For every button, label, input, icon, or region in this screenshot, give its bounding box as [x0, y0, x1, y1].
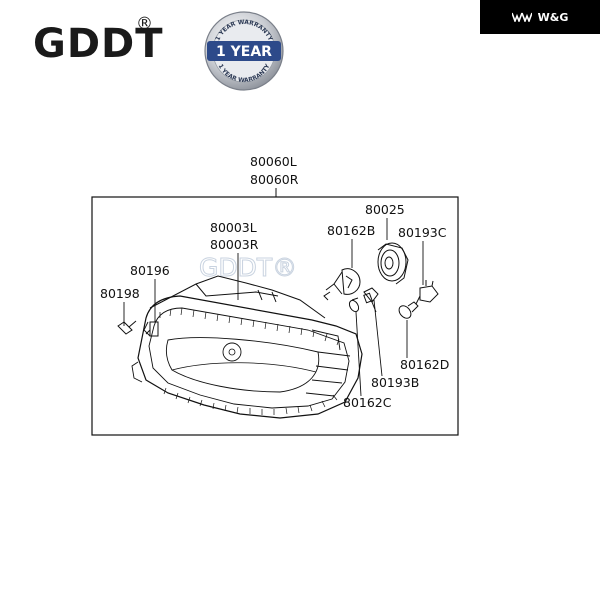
label-80060l: 80060L: [250, 154, 297, 169]
bulb-80162d: [398, 301, 419, 319]
label-80003l: 80003L: [210, 220, 257, 235]
label-80162c: 80162C: [343, 395, 392, 410]
label-80060r: 80060R: [250, 172, 299, 187]
label-80003r: 80003R: [210, 237, 259, 252]
brand-text: W&G: [537, 10, 569, 24]
screw-80198: [117, 320, 137, 335]
brand-box: W&G: [480, 0, 600, 34]
clip-80196: [145, 321, 159, 337]
bulb-80162c: [348, 297, 360, 313]
registered-mark: ®: [136, 14, 153, 34]
warranty-badge: 1 YEAR WARRANTY 1 YEAR WARRANTY 1 YEAR: [204, 11, 284, 91]
label-80162b: 80162B: [327, 223, 375, 238]
label-80193c: 80193C: [398, 225, 447, 240]
warranty-ribbon: [207, 41, 281, 61]
bulb-80162b: [323, 268, 361, 301]
warranty-main-text: 1 YEAR: [216, 44, 272, 60]
wg-logo-icon: [511, 12, 532, 22]
label-80196: 80196: [130, 263, 170, 278]
assembly-frame: [91, 196, 459, 436]
label-80193b: 80193B: [371, 375, 419, 390]
label-80025: 80025: [365, 202, 405, 217]
label-80162d: 80162D: [400, 357, 449, 372]
dust-cap-80025: [377, 242, 409, 285]
socket-80193b: [363, 287, 379, 313]
gddt-logo: GDDT: [33, 21, 164, 67]
headlamp-drawing: [131, 275, 363, 419]
socket-80193c: [415, 280, 439, 305]
label-80198: 80198: [100, 286, 140, 301]
